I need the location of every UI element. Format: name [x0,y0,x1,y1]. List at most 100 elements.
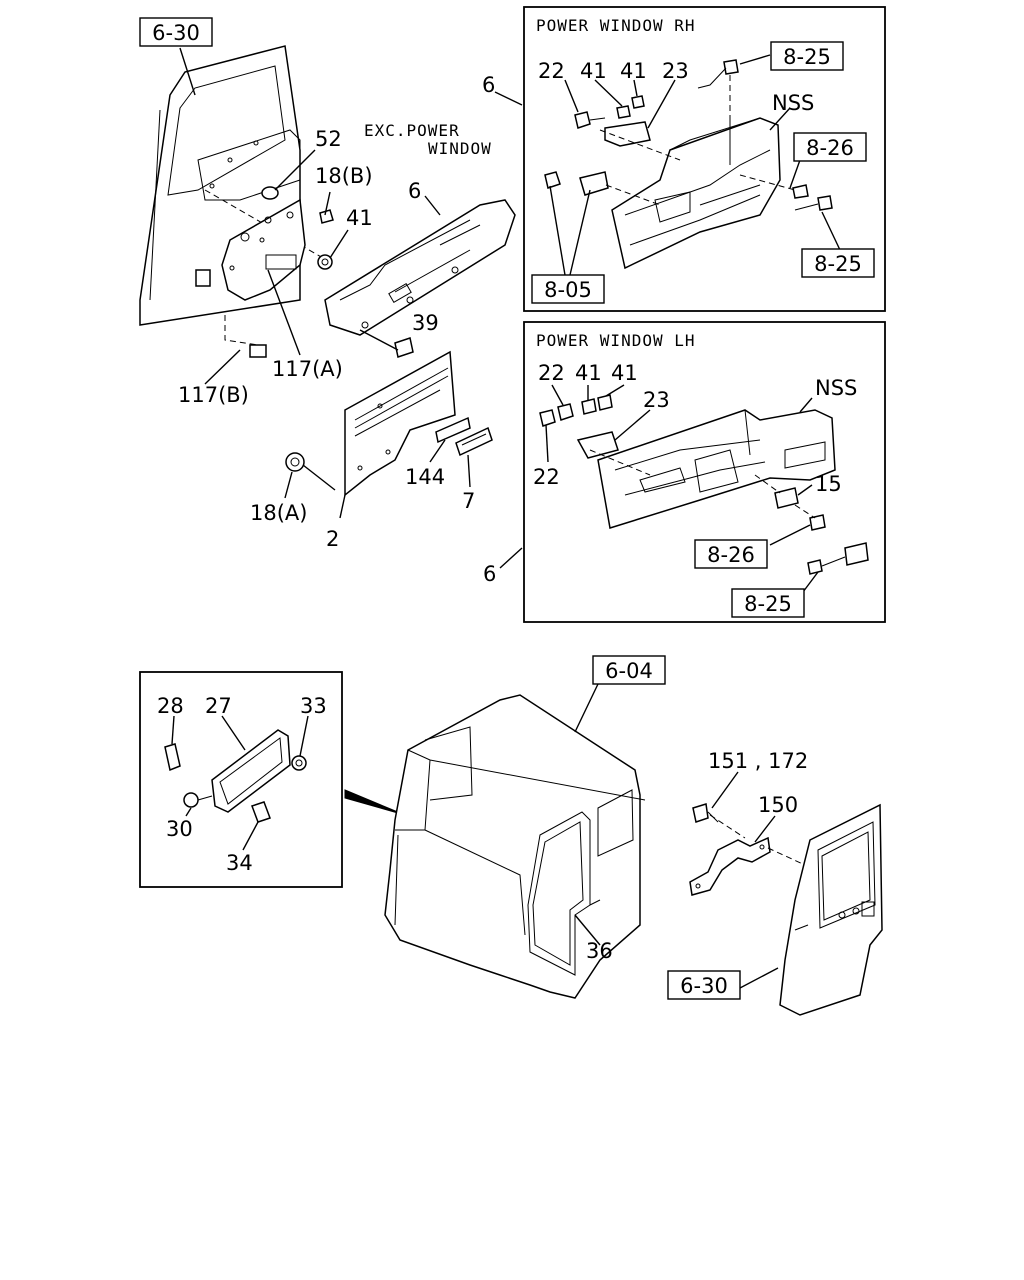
lh-label-41b: 41 [611,361,638,385]
lh-nut-41a [581,398,597,415]
lh-label-23: 23 [643,388,670,412]
lh-screw-22a [557,403,574,421]
svg-text:6-04: 6-04 [605,659,653,683]
ref-box-lh-826[interactable]: 8-26 [694,539,768,569]
rh-nut-41b [631,95,645,109]
clip-18b [319,209,334,224]
bracket-150 [689,836,771,896]
rh-screw-22 [574,111,591,129]
lh-label-41a: 41 [575,361,602,385]
window-frame-27 [211,729,291,813]
ref-box-door-bottom[interactable]: 6-30 [667,970,741,1000]
handle-7 [455,426,493,457]
door-bracket-assembly [689,771,883,1016]
cab-assembly [384,683,646,999]
exc-note-line2: WINDOW [428,139,492,158]
lh-switch [844,542,869,566]
screw-30 [183,792,199,808]
armrest-6 [324,199,516,336]
label-18a: 18(A) [250,501,307,525]
lh-bracket-23 [576,431,619,459]
screw-39 [394,337,414,358]
lh-label-22a: 22 [538,361,565,385]
label-30: 30 [166,817,193,841]
label-18b: 18(B) [315,164,373,188]
exc-note-line1: EXC.POWER [364,121,460,140]
clip-28 [164,743,181,772]
label-41: 41 [346,206,373,230]
rh-connector-bottom [817,195,833,211]
svg-text:8-05: 8-05 [544,278,592,302]
ref-box-rh-826[interactable]: 8-26 [793,132,867,162]
bolt-151-172 [692,803,709,823]
label-117b: 117(B) [178,383,249,407]
label-28: 28 [157,694,184,718]
rh-label-41b: 41 [620,59,647,83]
pad-117b [249,344,267,358]
rh-nut-41a [616,105,631,119]
door-inner-panel [197,129,301,201]
rh-label-41a: 41 [580,59,607,83]
label-27: 27 [205,694,232,718]
panel-power-window-rh: POWER WINDOW RH [523,6,886,312]
svg-text:8-25: 8-25 [783,45,831,69]
label-144: 144 [405,465,445,489]
label-39: 39 [412,311,439,335]
door-trim-assembly [139,45,523,519]
water-shield-117a [221,198,306,301]
bracket-144 [435,416,471,444]
label-36: 36 [586,939,613,963]
lh-block-15 [774,487,799,509]
label-34: 34 [226,851,253,875]
label-117a: 117(A) [272,357,343,381]
lh-panel-title: POWER WINDOW LH [536,331,696,350]
svg-text:8-25: 8-25 [814,252,862,276]
svg-text:8-26: 8-26 [806,136,854,160]
cab-body [384,694,641,999]
ref-box-lh-825[interactable]: 8-25 [731,588,805,618]
lh-connector-826 [809,514,826,531]
label-151-172: 151 , 172 [708,749,808,773]
label-6-rh: 6 [482,73,495,97]
panel-power-window-lh: POWER WINDOW LH [523,321,886,623]
ref-box-rh-805[interactable]: 8-05 [531,274,605,304]
plug-52 [261,186,279,200]
label-7: 7 [462,489,475,513]
clip-18a [285,452,305,472]
rear-window-inset [139,671,343,888]
ref-box-rh-825-top[interactable]: 8-25 [770,41,844,71]
svg-text:6-30: 6-30 [680,974,728,998]
ref-box-rh-825-bottom[interactable]: 8-25 [801,248,875,278]
door-panel-bottom [779,803,883,1016]
rh-screw-left [544,171,561,189]
svg-text:8-25: 8-25 [744,592,792,616]
ref-box-cab[interactable]: 6-04 [592,655,666,685]
ref-6-30-top: 6-30 [152,21,200,45]
lh-armrest [597,409,836,529]
clip-34 [251,801,271,823]
clip-33 [291,755,307,771]
rh-armrest [611,117,781,270]
rh-connector-826 [792,184,809,199]
rh-clip [579,171,609,196]
rh-bracket-23 [604,121,651,147]
lh-label-nss: NSS [815,376,857,400]
lh-label-15: 15 [815,472,842,496]
rh-label-22: 22 [538,59,565,83]
rh-connector-top [723,59,739,75]
label-2: 2 [326,527,339,551]
svg-text:8-26: 8-26 [707,543,755,567]
nut-41 [317,254,333,270]
lh-screw-22b [539,409,556,427]
label-33: 33 [300,694,327,718]
label-150: 150 [758,793,798,817]
lh-nut-41b [597,394,613,411]
rh-label-nss: NSS [772,91,814,115]
inset-pointer [344,789,406,816]
rh-panel-title: POWER WINDOW RH [536,16,696,35]
label-6-lh: 6 [483,562,496,586]
lh-connector-825 [807,559,823,575]
label-52: 52 [315,127,342,151]
ref-box-door-top[interactable]: 6-30 [139,17,213,47]
